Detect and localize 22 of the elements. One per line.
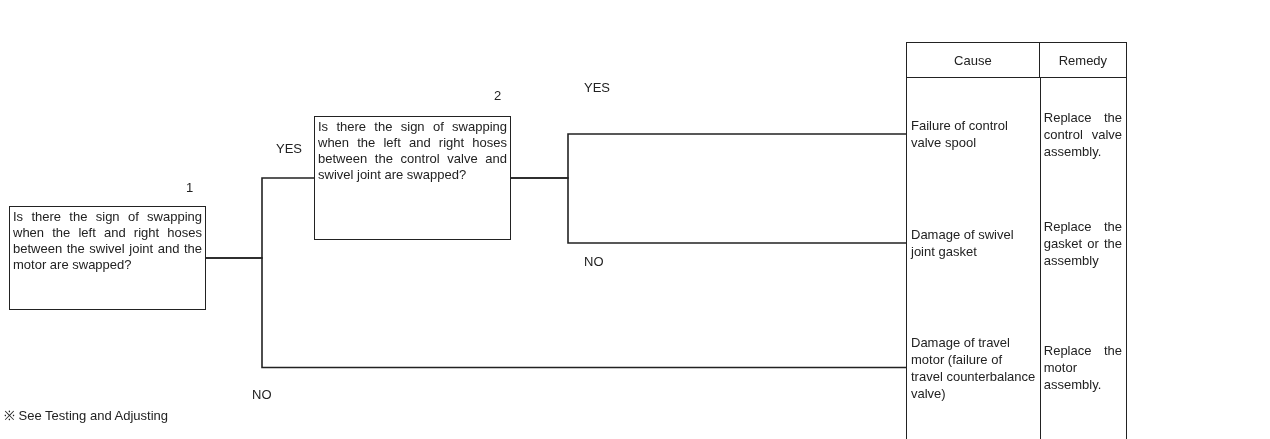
remedy-text: Replace the motor assembly. bbox=[1042, 342, 1123, 393]
remedy-text: Replace the gasket or the assembly bbox=[1042, 217, 1123, 269]
connector-line bbox=[510, 177, 907, 244]
edge-label: NO bbox=[252, 387, 272, 402]
step-number: 2 bbox=[494, 88, 502, 103]
note: ※ See Testing and Adjusting bbox=[4, 408, 169, 424]
question-box: Is there the sign of swapping when the left and right hoses between the control valve and swivel joint are swapped? bbox=[314, 116, 511, 240]
edge-label: YES bbox=[584, 80, 610, 95]
step-number: 1 bbox=[186, 180, 194, 195]
edge-label: YES bbox=[276, 141, 302, 156]
column-heading: Remedy bbox=[1038, 43, 1126, 77]
cause-text: Damage of swivel joint gasket bbox=[909, 226, 1015, 260]
column-heading: Cause bbox=[953, 51, 993, 70]
cause-text: Failure of control valve spool bbox=[910, 117, 1009, 151]
question-box: Is there the sign of swapping when the left and right hoses between the swivel joint and the motor are swapped? bbox=[9, 206, 206, 310]
table-row bbox=[906, 296, 1127, 439]
remedy-text: Replace the control valve assembly. bbox=[1042, 108, 1123, 160]
table-row bbox=[906, 190, 1127, 296]
cause-text: Damage of travel motor (failure of travel counterbalance valve) bbox=[910, 333, 1037, 402]
connector-line bbox=[205, 257, 907, 369]
edge-label: NO bbox=[584, 254, 604, 269]
table-row bbox=[906, 78, 1127, 190]
